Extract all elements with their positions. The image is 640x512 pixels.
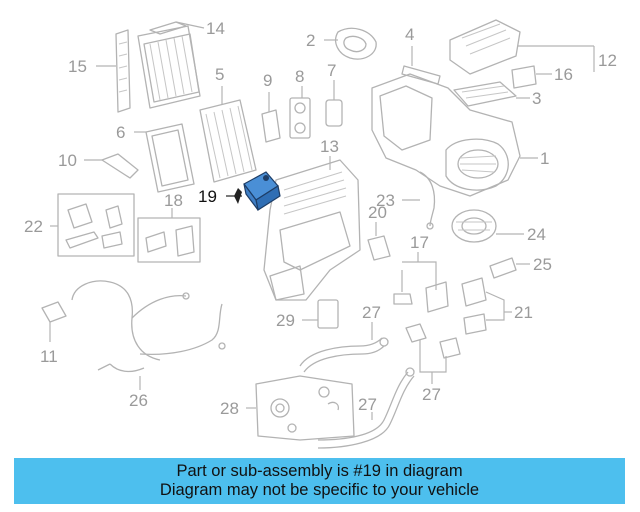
part-29-drawing	[246, 375, 355, 441]
part-23-drawing	[402, 171, 436, 230]
callout-28: 27	[422, 385, 441, 404]
part-25-drawing	[489, 257, 530, 279]
callout-22: 22	[24, 217, 43, 236]
callout-19: 19	[198, 187, 217, 206]
part-3-drawing	[453, 81, 530, 107]
callout-24: 24	[527, 225, 546, 244]
callout-3: 3	[532, 89, 541, 108]
callout-7: 7	[327, 61, 336, 80]
part-7-drawing	[325, 80, 343, 127]
part-9-drawing	[261, 92, 281, 143]
callout-12: 12	[598, 51, 617, 70]
callout-23: 23	[376, 191, 395, 210]
callout-26: 26	[129, 391, 148, 410]
part-15-drawing	[96, 29, 131, 113]
part-22-drawing	[50, 193, 135, 257]
callout-4: 4	[405, 25, 414, 44]
part-12-drawing	[449, 19, 595, 75]
callout-15: 15	[68, 57, 87, 76]
part-27-lower-drawing	[317, 367, 415, 449]
callout-14: 14	[206, 19, 225, 38]
callout-8: 8	[295, 67, 304, 86]
part-26-drawing	[71, 280, 226, 390]
banner-line-2: Diagram may not be specific to your vehi…	[159, 481, 480, 499]
callout-16: 16	[554, 65, 573, 84]
part-10-drawing	[84, 153, 139, 179]
part-21-drawing	[461, 277, 512, 335]
callout-11: 11	[40, 347, 58, 366]
part-20-drawing	[367, 222, 391, 261]
hvac-housing-drawing	[371, 73, 538, 197]
part-8-drawing	[289, 86, 311, 139]
callout-29: 28	[220, 399, 239, 418]
callout-2: 2	[306, 31, 315, 50]
info-banner: Part or sub-assembly is #19 in diagram D…	[14, 458, 625, 504]
part-11-drawing	[41, 301, 67, 342]
callout-1: 1	[540, 149, 549, 168]
part-17-drawing	[393, 252, 449, 313]
part-19-highlighted-drawing	[226, 171, 281, 211]
callout-6: 6	[116, 123, 125, 142]
callout-27-lower: 27	[358, 395, 377, 414]
part-27-upper-drawing	[299, 322, 389, 373]
parts-diagram: 15 14 2 4 12 16 3	[24, 19, 617, 449]
part-24-drawing	[451, 209, 524, 243]
callout-10: 10	[58, 151, 77, 170]
callout-5: 5	[215, 65, 224, 84]
part-13-drawing	[263, 156, 361, 301]
part-18-drawing	[137, 208, 201, 263]
callout-20: 20	[368, 203, 387, 222]
banner-line-1: Part or sub-assembly is #19 in diagram	[176, 462, 463, 480]
part-5-drawing	[199, 86, 257, 183]
callout-25: 25	[533, 255, 552, 274]
callout-30: 29	[276, 311, 295, 330]
part-2-drawing	[324, 27, 377, 60]
part-14-drawing	[137, 21, 205, 109]
callout-9: 9	[263, 71, 272, 90]
part-28-drawing	[405, 323, 461, 384]
part-16-drawing	[511, 65, 552, 89]
callout-17: 17	[410, 233, 429, 252]
callout-13: 13	[320, 137, 339, 156]
callout-27-upper: 27	[362, 303, 381, 322]
part-6-drawing	[134, 123, 195, 193]
callout-21: 21	[514, 303, 533, 322]
callout-18: 18	[164, 191, 183, 210]
part-30-drawing	[302, 299, 339, 329]
